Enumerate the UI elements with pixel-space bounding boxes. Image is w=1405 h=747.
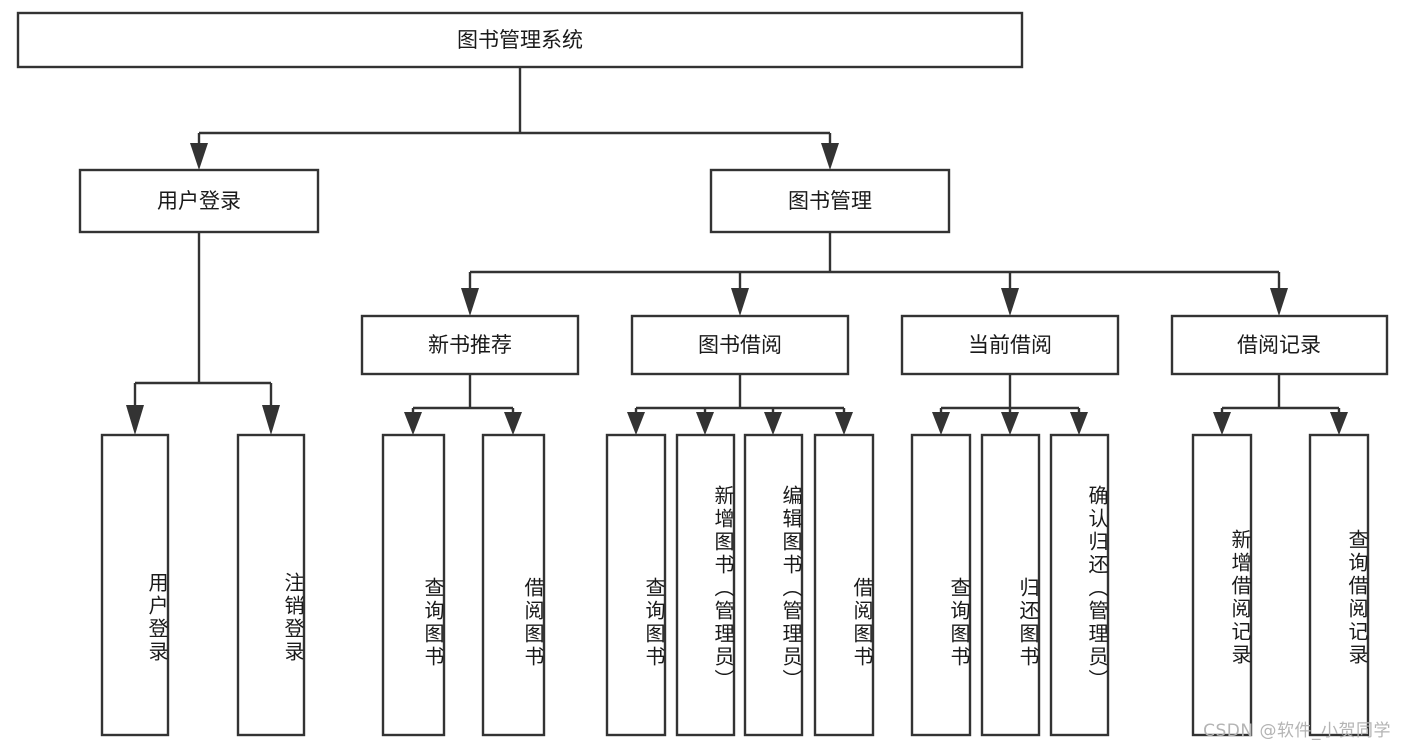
- arrow-head-leaf-user-login-1: [126, 405, 144, 435]
- node-box-leaf-book-borrow-2[interactable]: [675, 433, 736, 737]
- node-label-user-login: 用户登录: [157, 189, 241, 213]
- node-box-root[interactable]: [16, 11, 1024, 69]
- arrow-head-leaf-borrow-record-1: [1213, 412, 1231, 435]
- node-box-borrow-record[interactable]: [1170, 314, 1389, 376]
- node-label-book-borrow: 图书借阅: [698, 333, 782, 357]
- node-box-leaf-new-book-2[interactable]: [481, 433, 546, 737]
- arrow-head-leaf-new-book-2: [504, 412, 522, 435]
- arrow-head-book-manage: [821, 143, 839, 170]
- arrow-head-leaf-book-borrow-4: [835, 412, 853, 435]
- node-box-leaf-book-borrow-3[interactable]: [743, 433, 804, 737]
- connector-layer: [126, 67, 1348, 435]
- node-label-book-manage: 图书管理: [788, 189, 872, 213]
- arrow-head-new-book-recommend: [461, 288, 479, 316]
- node-box-leaf-book-borrow-1[interactable]: [605, 433, 667, 737]
- node-label-current-borrow: 当前借阅: [968, 333, 1052, 357]
- arrow-head-leaf-book-borrow-1: [627, 412, 645, 435]
- watermark-text: CSDN @软件_小贺同学: [1203, 721, 1391, 741]
- arrow-head-current-borrow: [1001, 288, 1019, 316]
- arrow-head-leaf-current-borrow-2: [1001, 412, 1019, 435]
- node-box-leaf-borrow-record-1[interactable]: [1191, 433, 1253, 737]
- arrow-head-borrow-record: [1270, 288, 1288, 316]
- node-box-leaf-current-borrow-2[interactable]: [980, 433, 1041, 737]
- node-box-leaf-user-login-2[interactable]: [236, 433, 306, 737]
- arrow-head-leaf-book-borrow-3: [764, 412, 782, 435]
- arrow-head-user-login: [190, 143, 208, 170]
- node-label-borrow-record: 借阅记录: [1237, 333, 1321, 357]
- node-box-leaf-borrow-record-2[interactable]: [1308, 433, 1370, 737]
- arrow-head-leaf-user-login-2: [262, 405, 280, 435]
- arrow-head-book-borrow: [731, 288, 749, 316]
- node-box-user-login[interactable]: [78, 168, 320, 234]
- node-box-book-manage[interactable]: [709, 168, 951, 234]
- node-box-book-borrow[interactable]: [630, 314, 850, 376]
- arrow-head-leaf-borrow-record-2: [1330, 412, 1348, 435]
- node-label-root: 图书管理系统: [457, 28, 583, 52]
- node-box-leaf-new-book-1[interactable]: [381, 433, 446, 737]
- node-box-layer: [16, 11, 1389, 737]
- arrow-head-leaf-book-borrow-2: [696, 412, 714, 435]
- node-box-leaf-current-borrow-1[interactable]: [910, 433, 972, 737]
- node-box-leaf-user-login-1[interactable]: [100, 433, 170, 737]
- node-box-current-borrow[interactable]: [900, 314, 1120, 376]
- node-label-new-book-recommend: 新书推荐: [428, 333, 512, 357]
- node-box-leaf-book-borrow-4[interactable]: [813, 433, 875, 737]
- arrow-head-leaf-current-borrow-1: [932, 412, 950, 435]
- node-box-new-book-recommend[interactable]: [360, 314, 580, 376]
- arrow-head-leaf-current-borrow-3: [1070, 412, 1088, 435]
- node-box-leaf-current-borrow-3[interactable]: [1049, 433, 1110, 737]
- node-label-layer: 图书管理系统 用户登录 图书管理 新书推荐 图书借阅 当前借阅 借阅记录: [157, 28, 1321, 357]
- arrow-head-leaf-new-book-1: [404, 412, 422, 435]
